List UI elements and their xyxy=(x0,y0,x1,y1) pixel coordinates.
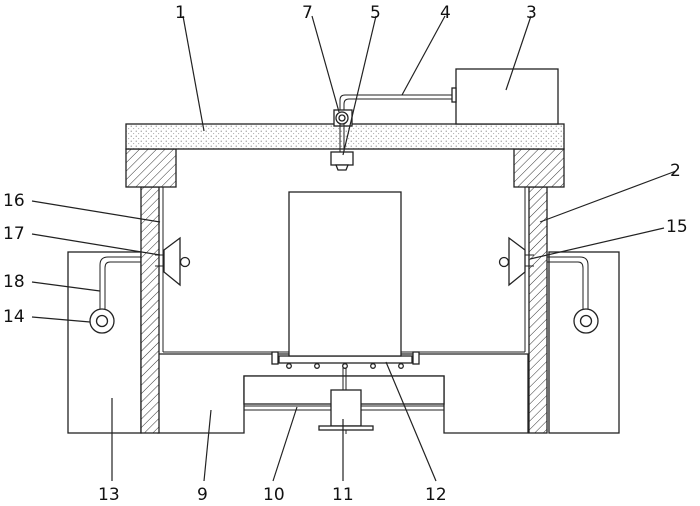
left-column-cap xyxy=(125,148,177,188)
right-column-cap xyxy=(513,148,565,188)
label-11: 11 xyxy=(332,485,354,505)
label-10: 10 xyxy=(263,485,285,505)
motor xyxy=(330,389,362,427)
drive-box xyxy=(455,68,559,125)
label-4: 4 xyxy=(440,3,451,23)
label-2: 2 xyxy=(670,161,681,181)
pipe xyxy=(339,94,452,118)
label-5: 5 xyxy=(370,3,381,23)
label-12: 12 xyxy=(425,485,447,505)
rotating-tray xyxy=(278,355,413,364)
label-9: 9 xyxy=(197,485,208,505)
label-1: 1 xyxy=(175,3,186,23)
label-3: 3 xyxy=(526,3,537,23)
label-15: 15 xyxy=(666,217,688,237)
label-14: 14 xyxy=(3,307,25,327)
right-column xyxy=(528,186,548,434)
label-18: 18 xyxy=(3,272,25,292)
label-16: 16 xyxy=(3,191,25,211)
nozzle-head xyxy=(330,151,354,166)
left-pipe xyxy=(99,256,141,313)
right-side-box xyxy=(548,251,620,434)
label-7: 7 xyxy=(302,3,313,23)
workpiece xyxy=(288,191,402,357)
label-13: 13 xyxy=(98,485,120,505)
left-sprayer xyxy=(163,236,181,287)
label-17: 17 xyxy=(3,224,25,244)
left-column xyxy=(140,186,160,434)
right-pipe xyxy=(547,256,589,313)
right-sprayer xyxy=(508,236,526,287)
